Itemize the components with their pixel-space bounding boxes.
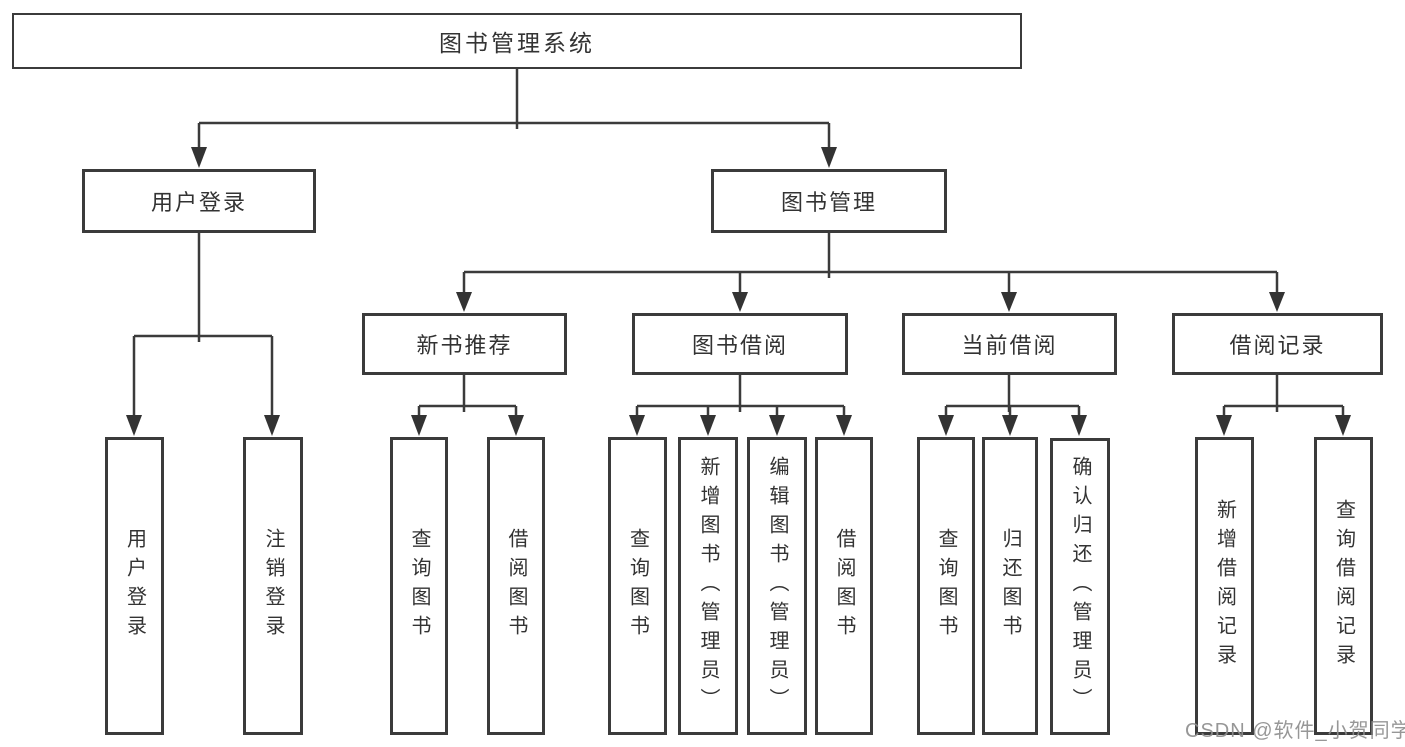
node-borrowing-records: 借阅记录 (1172, 313, 1383, 375)
node-user-login: 用户登录 (82, 169, 316, 233)
arrowhead-icons (126, 147, 1351, 436)
node-new-book-recommend: 新书推荐 (362, 313, 567, 375)
leaf-borrow-books-2: 借阅图书 (815, 437, 873, 735)
leaf-confirm-return-admin: 确认归还（管理员） (1050, 438, 1110, 735)
node-book-management: 图书管理 (711, 169, 947, 233)
node-book-borrowing: 图书借阅 (632, 313, 848, 375)
node-root-system: 图书管理系统 (12, 13, 1022, 69)
leaf-edit-book-admin: 编辑图书（管理员） (747, 437, 807, 735)
leaf-query-books-1: 查询图书 (390, 437, 448, 735)
leaf-add-borrow-record: 新增借阅记录 (1195, 437, 1254, 735)
leaf-query-borrow-record: 查询借阅记录 (1314, 437, 1373, 735)
leaf-query-books-3: 查询图书 (917, 437, 975, 735)
leaf-logout: 注销登录 (243, 437, 303, 735)
leaf-add-book-admin: 新增图书（管理员） (678, 437, 738, 735)
leaf-return-book: 归还图书 (982, 437, 1038, 735)
leaf-user-login: 用户登录 (105, 437, 164, 735)
node-current-borrowing: 当前借阅 (902, 313, 1117, 375)
leaf-query-books-2: 查询图书 (608, 437, 667, 735)
csdn-watermark: CSDN @软件_小贺同学 (1185, 720, 1405, 742)
leaf-borrow-books-1: 借阅图书 (487, 437, 545, 735)
